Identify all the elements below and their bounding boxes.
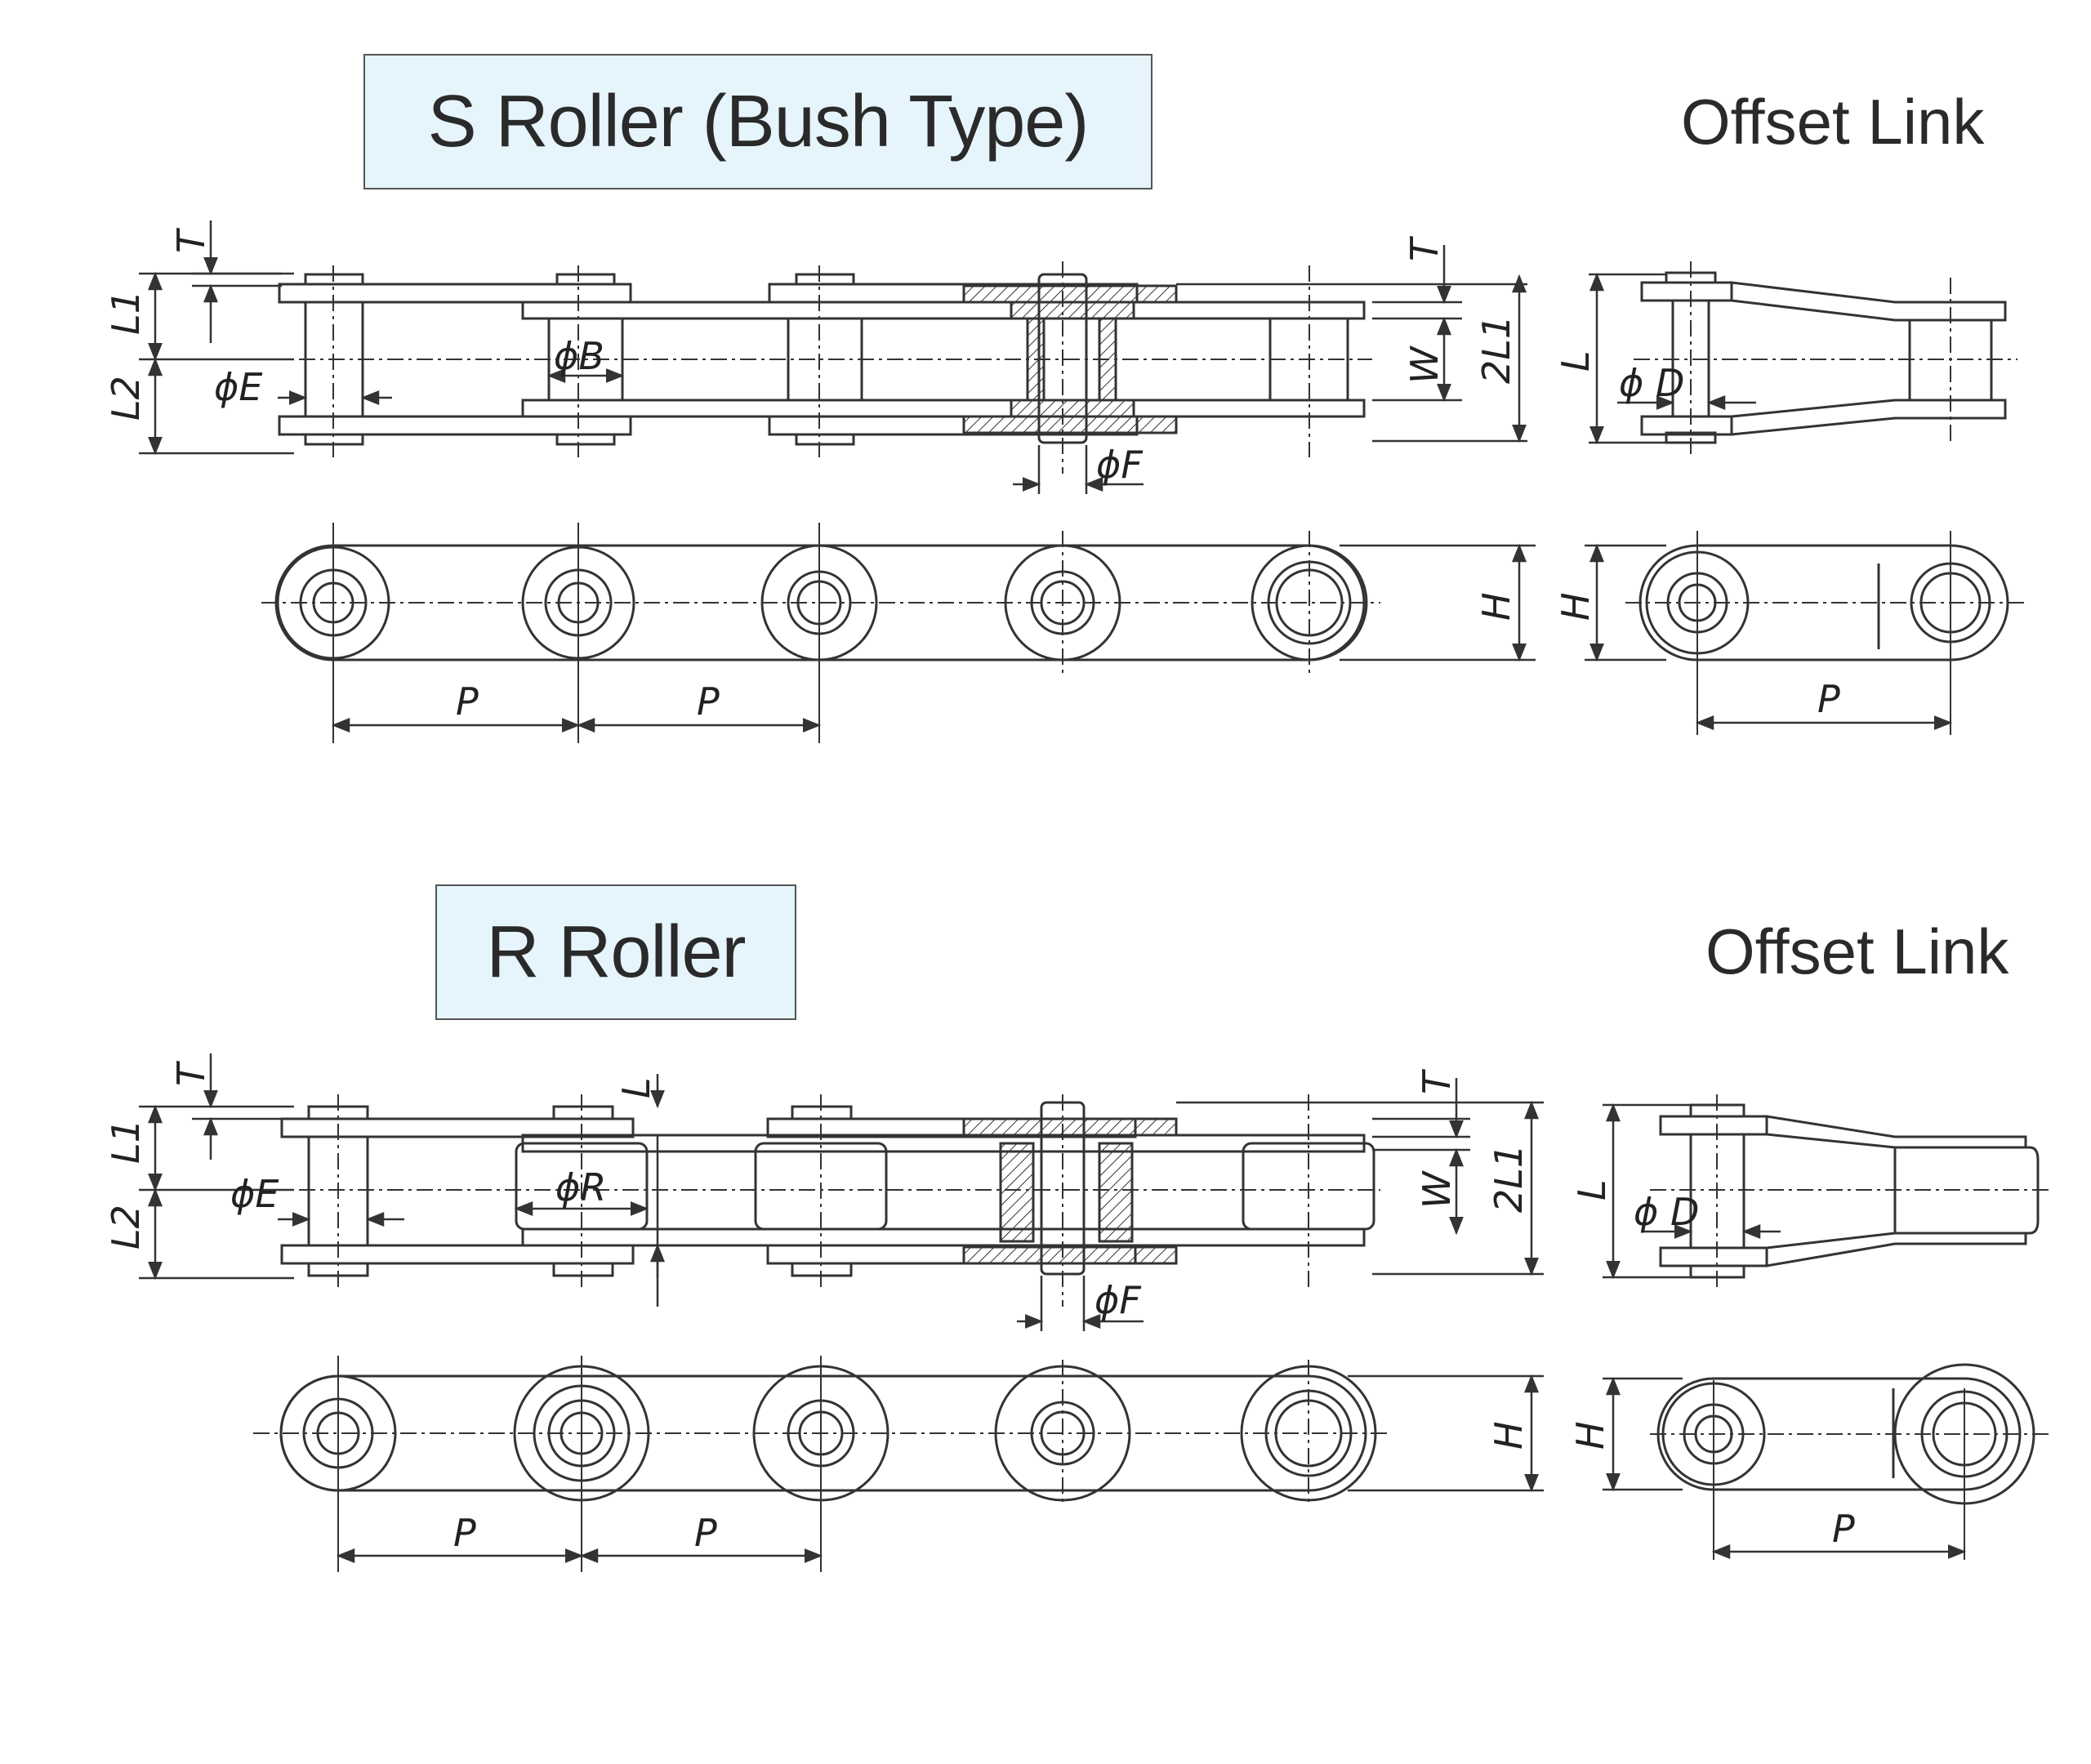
s-offset-link-plan (1589, 261, 2017, 457)
r-label-T-right: T (1415, 1068, 1459, 1094)
r-label-L1: L1 (104, 1119, 148, 1164)
s-label-H-offset: H (1554, 592, 1598, 621)
s-label-W: W (1402, 345, 1447, 384)
s-label-T-right: T (1402, 235, 1447, 261)
r-label-W: W (1415, 1170, 1459, 1209)
s-label-L: L (1554, 350, 1598, 372)
s-roller-labels: T L1 L2 ϕE ϕB ϕF T W 2L1 L ϕ D H H P P P (104, 227, 1840, 724)
r-offset-link-plan (1603, 1094, 2050, 1290)
s-label-phiF: ϕF (1096, 443, 1143, 487)
r-label-H-offset: H (1568, 1421, 1612, 1450)
r-roller-side-view (253, 1356, 1544, 1572)
s-label-phiD: ϕ D (1619, 361, 1684, 405)
s-roller-plan-view (270, 261, 1372, 474)
s-offset-link-label: Offset Link (1681, 86, 1985, 158)
s-label-L2: L2 (104, 376, 148, 421)
s-label-P1: P (456, 679, 479, 724)
r-label-phiF: ϕF (1095, 1278, 1141, 1322)
s-label-T: T (169, 227, 213, 253)
r-roller-plan-view (270, 1094, 1380, 1307)
r-label-phiD: ϕ D (1634, 1190, 1699, 1234)
r-offset-link-label: Offset Link (1705, 915, 2009, 987)
s-label-P-offset: P (1817, 677, 1840, 721)
r-label-P-offset: P (1832, 1507, 1855, 1551)
r-offset-link-side (1603, 1363, 2050, 1560)
s-label-P2: P (697, 679, 720, 724)
r-label-L2: L2 (104, 1205, 148, 1250)
r-label-P1: P (453, 1511, 476, 1555)
s-roller-side-view (261, 523, 1536, 743)
s-roller-title-box: S Roller (Bush Type) (363, 54, 1153, 189)
r-label-P2: P (694, 1511, 717, 1555)
r-label-phiR: ϕR (555, 1165, 606, 1209)
s-label-phiB: ϕB (554, 334, 604, 378)
r-label-T: T (169, 1060, 213, 1086)
s-label-L1: L1 (104, 290, 148, 335)
s-label-phiE: ϕE (214, 365, 262, 409)
s-roller-dimensions (139, 220, 1527, 494)
s-roller-title: S Roller (Bush Type) (427, 80, 1090, 163)
s-label-2L1: 2L1 (1474, 315, 1518, 384)
r-label-L: L (1570, 1179, 1614, 1200)
r-label-2L1: 2L1 (1487, 1144, 1531, 1213)
r-roller-dimensions (139, 1054, 1544, 1331)
r-roller-title: R Roller (486, 911, 746, 993)
r-roller-title-box: R Roller (435, 884, 796, 1020)
s-label-H: H (1474, 592, 1518, 621)
r-label-H: H (1487, 1421, 1531, 1450)
r-label-phiE: ϕE (230, 1172, 279, 1216)
r-label-L-roller: L (614, 1077, 658, 1098)
s-offset-link-side (1585, 531, 2026, 735)
r-roller-labels: T L1 L2 ϕE ϕR L ϕF T W 2L1 L ϕ D H H P P… (104, 1060, 1855, 1555)
